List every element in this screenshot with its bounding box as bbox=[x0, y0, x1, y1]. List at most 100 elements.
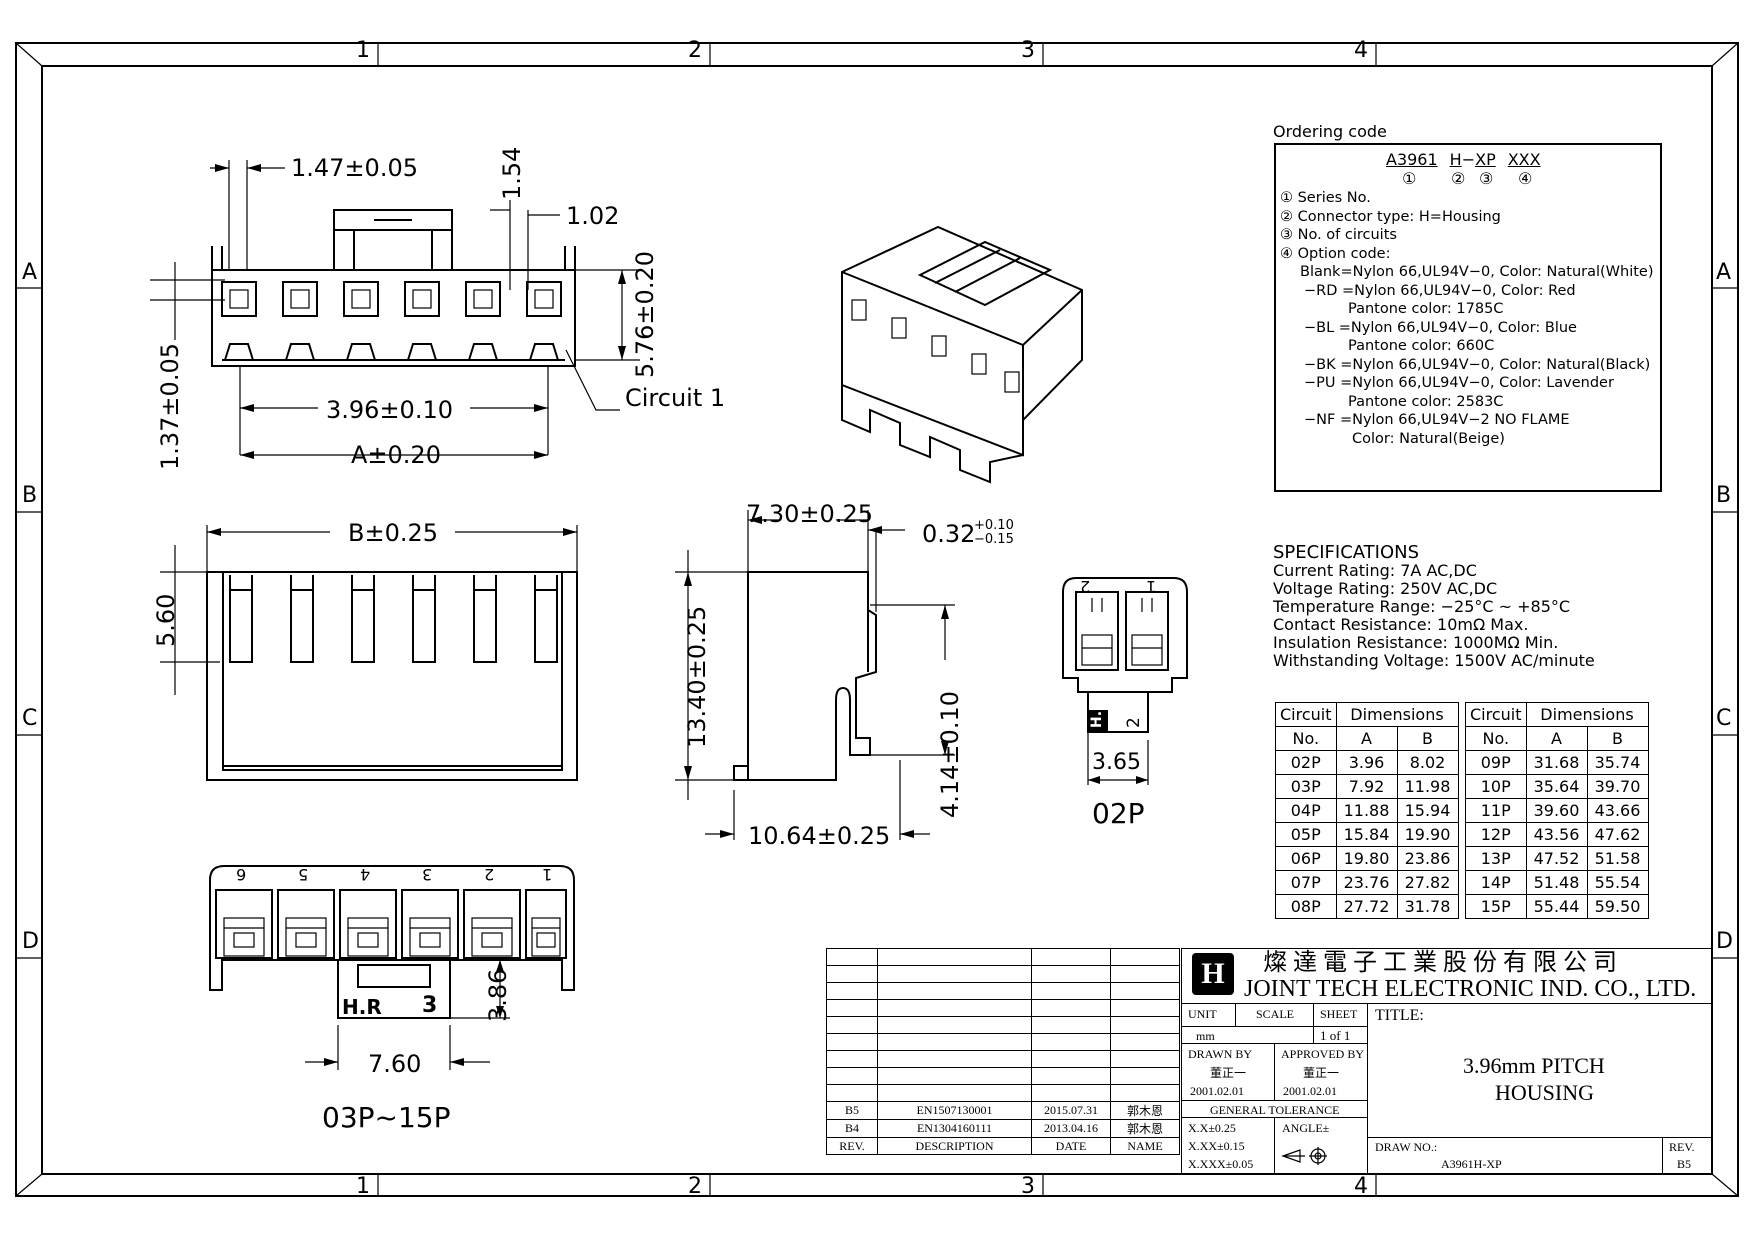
dim-top-1: 1.47±0.05 bbox=[291, 154, 418, 182]
top-view bbox=[150, 160, 640, 459]
dim-top-2: 1.54 bbox=[498, 146, 526, 200]
dt-cell: 08P bbox=[1275, 894, 1337, 919]
approved-by: 董正一 bbox=[1303, 1066, 1340, 1080]
zone-row-d-left: D bbox=[22, 929, 39, 954]
code-separator: − bbox=[1461, 150, 1476, 169]
rev-cell: B4 bbox=[826, 1119, 878, 1138]
ordering-line-9: Pantone color: 660C bbox=[1348, 338, 1495, 354]
rev-cell: EN1507130001 bbox=[877, 1101, 1032, 1120]
dt-left-h-a: A bbox=[1335, 726, 1398, 751]
rev-header: DESCRIPTION bbox=[877, 1137, 1032, 1155]
dim-03p-height: 3.86 bbox=[484, 968, 512, 1022]
dim-top-5: 1.37±0.05 bbox=[156, 343, 184, 470]
ordering-line-7: Pantone color: 1785C bbox=[1348, 301, 1504, 317]
dt-cell: 11.88 bbox=[1335, 798, 1398, 823]
dt-cell: 19.90 bbox=[1396, 822, 1459, 847]
dt-cell: 11.98 bbox=[1396, 774, 1459, 799]
zone-col-2-bottom: 2 bbox=[688, 1174, 702, 1199]
drawn-by: 董正一 bbox=[1210, 1066, 1247, 1080]
zone-col-1-top: 1 bbox=[356, 38, 370, 63]
top-view-contacts bbox=[221, 281, 562, 361]
zone-col-1-bottom: 1 bbox=[356, 1174, 370, 1199]
spec-line-6: Withstanding Voltage: 1500V AC/minute bbox=[1273, 651, 1595, 670]
spec-line-3: Temperature Range: −25°C ~ +85°C bbox=[1273, 597, 1571, 616]
zone-col-3-top: 3 bbox=[1021, 38, 1035, 63]
dt-cell: 47.52 bbox=[1525, 846, 1588, 871]
dt-cell: 31.78 bbox=[1396, 894, 1459, 919]
ordering-line-10: −BK =Nylon 66,UL94V−0, Color: Natural(Bl… bbox=[1304, 357, 1651, 373]
rev-header: NAME bbox=[1110, 1137, 1180, 1155]
scale-label: SCALE bbox=[1256, 1007, 1295, 1021]
rev-value: B5 bbox=[1677, 1157, 1692, 1171]
rev-cell: 2015.07.31 bbox=[1031, 1101, 1111, 1120]
dt-cell: 7.92 bbox=[1335, 774, 1398, 799]
dt-cell: 47.62 bbox=[1586, 822, 1649, 847]
ordering-line-4: ④ Option code: bbox=[1280, 246, 1391, 262]
dt-cell: 05P bbox=[1275, 822, 1337, 847]
dt-cell: 43.56 bbox=[1525, 822, 1588, 847]
ordering-code: A3961 H − XP XXX bbox=[1386, 152, 1541, 168]
company-name-en: JOINT TECH ELECTRONIC IND. CO., LTD. bbox=[1244, 976, 1697, 1002]
draw-no-label: DRAW NO.: bbox=[1375, 1140, 1438, 1154]
dt-cell: 06P bbox=[1275, 846, 1337, 871]
code-part-option: XXX bbox=[1507, 150, 1541, 169]
dim-03p-width: 7.60 bbox=[368, 1050, 422, 1078]
dt-cell: 04P bbox=[1275, 798, 1337, 823]
caption-02p: 02P bbox=[1092, 797, 1145, 830]
dt-cell: 35.74 bbox=[1586, 750, 1649, 775]
ordering-line-11: −PU =Nylon 66,UL94V−0, Color: Lavender bbox=[1304, 375, 1614, 391]
ordering-line-6: −RD =Nylon 66,UL94V−0, Color: Red bbox=[1304, 283, 1576, 299]
outer-frame bbox=[15, 42, 1739, 1197]
zone-col-3-bottom: 3 bbox=[1021, 1174, 1035, 1199]
dt-cell: 3.96 bbox=[1335, 750, 1398, 775]
code-part-circuits: XP bbox=[1475, 150, 1496, 169]
dt-left-h-circuit: Circuit bbox=[1275, 702, 1337, 727]
code-num-1: ① bbox=[1402, 169, 1417, 188]
angle-label: ANGLE± bbox=[1282, 1121, 1330, 1135]
code-num-4: ④ bbox=[1518, 169, 1533, 188]
dt-cell: 03P bbox=[1275, 774, 1337, 799]
dt-cell: 19.80 bbox=[1335, 846, 1398, 871]
rev-header: REV. bbox=[826, 1137, 878, 1155]
dt-cell: 51.58 bbox=[1586, 846, 1649, 871]
view-02p bbox=[1062, 577, 1188, 785]
dt-cell: 02P bbox=[1275, 750, 1337, 775]
marking-03p: H.R bbox=[342, 995, 382, 1019]
dt-cell: 8.02 bbox=[1396, 750, 1459, 775]
dim-side-1: 7.30±0.25 bbox=[746, 500, 873, 528]
pin-label-02p-1: 1 bbox=[1146, 577, 1157, 596]
dt-cell: 39.70 bbox=[1586, 774, 1649, 799]
rev-cell: 2013.04.16 bbox=[1031, 1119, 1111, 1138]
title-label: TITLE: bbox=[1375, 1007, 1424, 1024]
dt-cell: 35.64 bbox=[1525, 774, 1588, 799]
rev-cell: B5 bbox=[826, 1101, 878, 1120]
dim-front-1: B±0.25 bbox=[348, 519, 439, 547]
code-num-2: ② bbox=[1451, 169, 1466, 188]
dt-cell: 07P bbox=[1275, 870, 1337, 895]
approved-date: 2001.02.01 bbox=[1283, 1084, 1337, 1098]
dt-cell: 09P bbox=[1465, 750, 1527, 775]
dt-cell: 27.72 bbox=[1335, 894, 1398, 919]
dim-side-2-tol-lower: −0.15 bbox=[974, 532, 1014, 547]
ordering-line-13: −NF =Nylon 66,UL94V−2 NO FLAME bbox=[1304, 412, 1570, 428]
dt-cell: 23.76 bbox=[1335, 870, 1398, 895]
dim-top-7: A±0.20 bbox=[351, 441, 441, 469]
dim-side-4: 4.14±0.10 bbox=[936, 691, 964, 818]
ordering-line-3: ③ No. of circuits bbox=[1280, 227, 1397, 243]
zone-row-a-left: A bbox=[22, 260, 38, 285]
zone-col-4-top: 4 bbox=[1354, 38, 1368, 63]
spec-line-1: Current Rating: 7A AC,DC bbox=[1273, 561, 1477, 580]
company-name-cn: 燦 達 電 子 工 業 股 份 有 限 公 司 bbox=[1263, 950, 1617, 976]
zone-col-2-top: 2 bbox=[688, 38, 702, 63]
dt-cell: 59.50 bbox=[1586, 894, 1649, 919]
view-03p-15p-contacts bbox=[215, 889, 567, 959]
